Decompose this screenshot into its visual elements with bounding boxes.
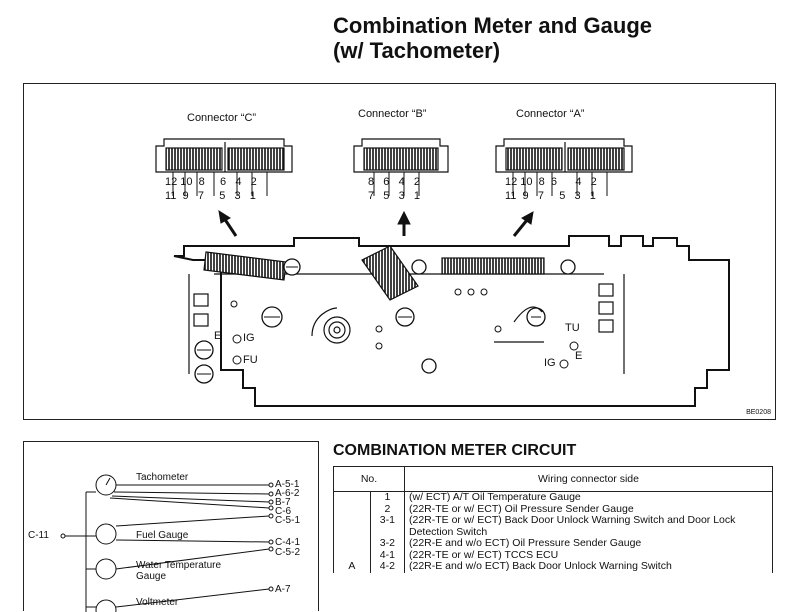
meter-drawing [155, 138, 730, 407]
label-ig-left: IG [243, 332, 255, 344]
row-desc: (22R-E and w/o ECT) Back Door Unlock War… [404, 560, 773, 573]
row-desc: (22R-TE or w/ ECT) Oil Pressure Sender G… [404, 503, 773, 515]
terminal-a-5-1: A-5-1 [275, 479, 300, 490]
row-desc: (w/ ECT) A/T Oil Temperature Gauge [404, 491, 773, 504]
header-wiring-side: Wiring connector side [404, 466, 773, 492]
label-ig-right: IG [544, 357, 556, 369]
table-header-row: No. Wiring connector side [333, 466, 773, 492]
terminal-c-6: C-6 [275, 506, 292, 517]
connector-a-top-pins: 12 10 8 6 4 2 [505, 176, 597, 188]
connector-c-bottom-pins: 11 9 7 5 3 1 [165, 190, 256, 202]
table-row: 3-2 (22R-E and w/o ECT) Oil Pressure Sen… [334, 537, 773, 550]
row-no: 3-1 [370, 514, 406, 538]
meter-body-outline [173, 235, 730, 407]
terminal-c-5-2: C-5-2 [275, 547, 301, 558]
connector-c-drawing [155, 138, 293, 173]
terminal-c-5-1: C-5-1 [275, 515, 301, 526]
table-row: 2 (22R-TE or w/ ECT) Oil Pressure Sender… [334, 503, 773, 515]
title-line-1: Combination Meter and Gauge [333, 13, 653, 38]
gauge-water-label-line-2: Gauge [136, 571, 167, 582]
table-row: A 1 (w/ ECT) A/T Oil Temperature Gauge [333, 491, 773, 573]
circuit-diagram: C-11 Tachometer Fuel Gauge Water Tempera… [23, 441, 319, 612]
wiring-table: No. Wiring connector side A 1 (w/ ECT) A… [333, 466, 773, 573]
table-row: 3-1 (22R-TE or w/ ECT) Back Door Unlock … [334, 514, 773, 538]
connector-a-bottom-pins: 11 9 7 5 3 1 [505, 190, 596, 202]
figure-code: BE0208 [746, 409, 771, 416]
gauge-tachometer-label: Tachometer [136, 472, 189, 483]
row-no: 3-2 [370, 537, 406, 550]
terminal-a-6-2: A-6-2 [275, 488, 300, 499]
meter-diagram: Connector “C” 12 10 8 6 4 2 11 9 7 5 3 1… [23, 83, 776, 420]
row-desc: (22R-TE or w/ ECT) Back Door Unlock Warn… [404, 514, 773, 538]
title-line-2: (w/ Tachometer) [333, 38, 501, 63]
label-e-left: E [214, 330, 222, 342]
gauge-water-label: Water Temperature Gauge [136, 560, 221, 582]
label-e-right: E [575, 350, 583, 362]
label-fu: FU [243, 354, 258, 366]
gauge-water-label-line-1: Water Temperature [136, 560, 222, 571]
connector-c-label: Connector “C” [187, 112, 257, 124]
connector-a-label: Connector “A” [516, 108, 585, 120]
circuit-drawing [60, 474, 274, 612]
terminal-a-7: A-7 [275, 584, 291, 595]
connector-b-top-pins: 8 6 4 2 [368, 176, 420, 188]
row-no: 4-2 [370, 560, 406, 573]
row-no: 1 [370, 491, 406, 504]
circuit-input-label: C-11 [28, 530, 49, 541]
row-no: 4-1 [370, 549, 406, 561]
page-title: Combination Meter and Gauge (w/ Tachomet… [333, 13, 652, 63]
label-tu: TU [565, 322, 580, 334]
gauge-voltmeter-label: Voltmeter [136, 597, 179, 608]
row-no: 2 [370, 503, 406, 515]
arrows [218, 209, 534, 237]
connector-b-label: Connector “B” [358, 108, 427, 120]
group-label: A [333, 491, 371, 573]
connector-b-drawing [353, 138, 449, 173]
terminal-c-4-1: C-4-1 [275, 537, 301, 548]
row-desc: (22R-E and w/o ECT) Oil Pressure Sender … [404, 537, 773, 550]
terminal-b-7: B-7 [275, 497, 291, 508]
circuit-section-title: COMBINATION METER CIRCUIT [333, 442, 577, 459]
table-row: 4-2 (22R-E and w/o ECT) Back Door Unlock… [334, 560, 773, 573]
header-no: No. [333, 466, 405, 492]
connector-a-drawing [495, 138, 633, 173]
table-row: 4-1 (22R-TE or w/ ECT) TCCS ECU [334, 549, 773, 561]
row-desc: (22R-TE or w/ ECT) TCCS ECU [404, 549, 773, 561]
gauge-fuel-label: Fuel Gauge [136, 530, 189, 541]
connector-c-top-pins: 12 10 8 6 4 2 [165, 176, 257, 188]
connector-b-bottom-pins: 7 5 3 1 [368, 190, 420, 202]
